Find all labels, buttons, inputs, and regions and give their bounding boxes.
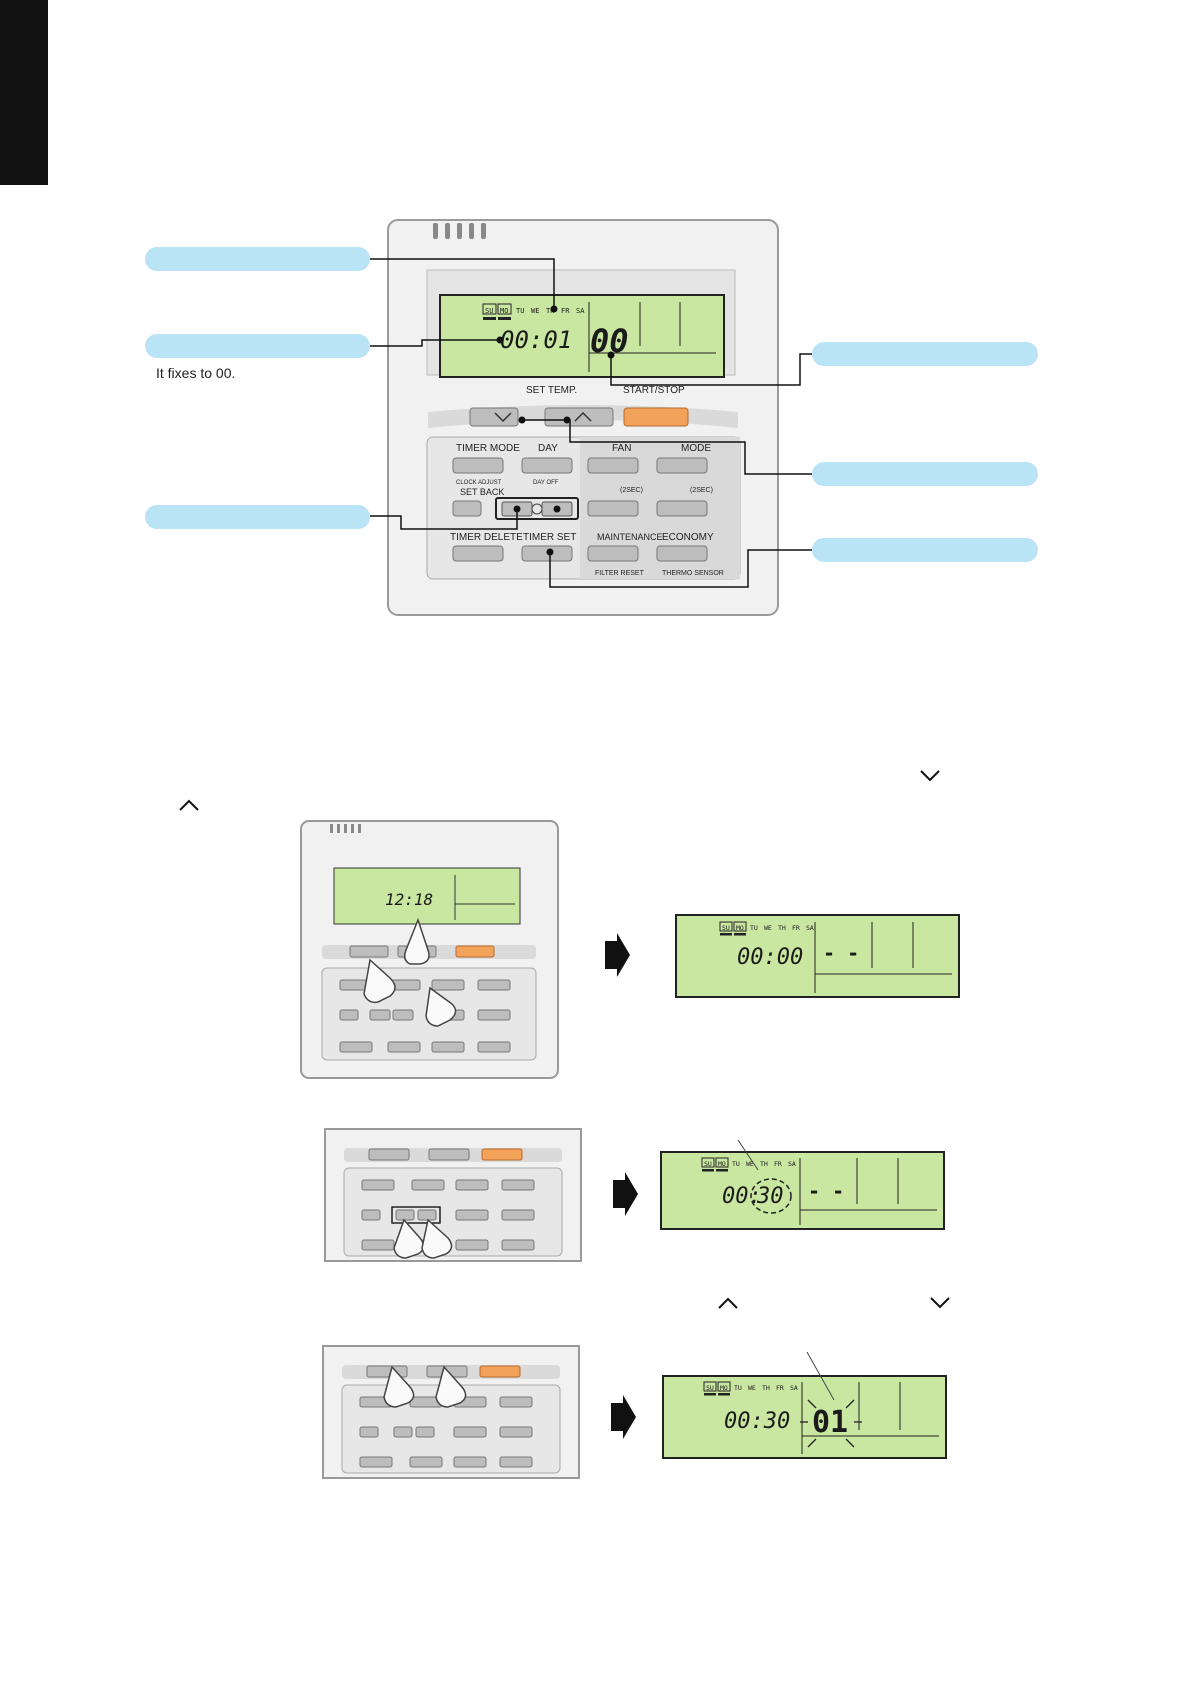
filter-reset-label: FILTER RESET: [595, 570, 645, 577]
step2-dash: - -: [808, 1179, 844, 1203]
day-fr: FR: [792, 924, 800, 932]
pointing-hand-icon: [393, 1218, 453, 1259]
step2-remote-thumbnail: [324, 1128, 582, 1262]
day-label: DAY: [538, 443, 558, 454]
arrow-right-icon: [605, 933, 630, 977]
mode-button[interactable]: [656, 457, 708, 474]
callout-timer-set: [812, 538, 1038, 562]
day-fr: FR: [776, 1384, 784, 1392]
day-mo: MO: [500, 307, 508, 315]
callout-temp: [812, 342, 1038, 366]
callout-day: [145, 247, 370, 271]
day-mo: MO: [736, 924, 744, 932]
step2-hour: 00:: [722, 1184, 762, 1209]
day-tu: TU: [750, 924, 758, 932]
mode-label: MODE: [681, 443, 711, 454]
sec-label-a: (2SEC): [620, 487, 643, 494]
thumb-lcd-time: 12:18: [385, 890, 433, 909]
main-lcd: [439, 294, 725, 378]
day-su: SU: [722, 924, 730, 932]
day-sa: SA: [788, 1160, 796, 1168]
pointing-hand-icon: [383, 1365, 467, 1408]
callout-arrows: [145, 505, 370, 529]
day-su: SU: [704, 1160, 712, 1168]
day-mo: MO: [720, 1384, 728, 1392]
step3-remote-thumbnail: [322, 1345, 580, 1479]
day-we: WE: [764, 924, 772, 932]
chevron-up-icon: [179, 799, 199, 811]
chevron-down-icon: [920, 770, 940, 782]
pointing-hand-icon: [363, 917, 457, 1027]
arrow-right-icon: [613, 1172, 638, 1216]
day-sa: SA: [790, 1384, 798, 1392]
timer-mode-label: TIMER MODE: [456, 443, 520, 454]
main-remote-diagram: SU MO TU WE TH FR SA 00:01 00 SET TEMP. …: [370, 219, 812, 616]
step3-value: 01: [812, 1405, 848, 1440]
start-stop-label: START/STOP: [623, 385, 685, 396]
fixes-note: It fixes to 00.: [156, 365, 236, 381]
maintenance-button[interactable]: [587, 545, 639, 562]
timer-delete-label: TIMER DELETE: [450, 532, 523, 543]
day-sa: SA: [576, 307, 585, 315]
chevron-down-icon: [930, 1297, 950, 1309]
day-th: TH: [762, 1384, 770, 1392]
economy-button[interactable]: [656, 545, 708, 562]
timer-delete-button[interactable]: [452, 545, 504, 562]
day-we: WE: [531, 307, 539, 315]
fan-label: FAN: [612, 443, 631, 454]
day-su: SU: [485, 307, 493, 315]
set-back-button[interactable]: [452, 500, 482, 517]
set-temp-label: SET TEMP.: [526, 385, 577, 396]
callout-time: [145, 334, 370, 358]
start-stop-button[interactable]: [623, 407, 689, 427]
day-fr: FR: [561, 307, 570, 315]
step1-dash: - -: [823, 941, 859, 965]
day-su: SU: [706, 1384, 714, 1392]
step2-lcd: SU MO TU WE TH FR SA 00: 30 - -: [660, 1140, 945, 1230]
arrow-right-icon: [611, 1395, 636, 1439]
day-th: TH: [546, 307, 554, 315]
temp-down-button[interactable]: [469, 407, 519, 427]
lcd-time: 00:01: [500, 326, 572, 354]
step3-time: 00:30: [724, 1409, 790, 1434]
louver-button[interactable]: [656, 500, 708, 517]
day-th: TH: [778, 924, 786, 932]
chevron-up-icon: [718, 1297, 738, 1309]
day-tu: TU: [732, 1160, 740, 1168]
day-button[interactable]: [521, 457, 573, 474]
swing-button[interactable]: [587, 500, 639, 517]
set-back-label: SET BACK: [460, 487, 504, 497]
day-tu: TU: [516, 307, 524, 315]
thermo-sensor-label: THERMO SENSOR: [662, 570, 724, 577]
day-fr: FR: [774, 1160, 782, 1168]
day-we: WE: [746, 1160, 754, 1168]
economy-label: ECONOMY: [662, 532, 714, 543]
chapter-tab: [0, 0, 48, 185]
fan-button[interactable]: [587, 457, 639, 474]
sec-label-b: (2SEC): [690, 487, 713, 494]
maintenance-label: MAINTENANCE: [597, 532, 663, 542]
timer-set-label: TIMER SET: [523, 532, 576, 543]
day-mo: MO: [718, 1160, 726, 1168]
step1-remote-thumbnail: 12:18: [300, 820, 559, 1079]
step1-time: 00:00: [737, 945, 803, 970]
step3-lcd: SU MO TU WE TH FR SA 00:30 01: [662, 1352, 947, 1459]
day-off-label: DAY OFF: [533, 480, 559, 486]
timer-mode-button[interactable]: [452, 457, 504, 474]
clock-adjust-label: CLOCK ADJUST: [456, 480, 502, 486]
callout-mode: [812, 462, 1038, 486]
day-tu: TU: [734, 1384, 742, 1392]
day-we: WE: [748, 1384, 756, 1392]
step1-lcd: SU MO TU WE TH FR SA 00:00 - -: [675, 914, 960, 998]
step2-minutes: 30: [756, 1184, 784, 1209]
day-th: TH: [760, 1160, 768, 1168]
day-sa: SA: [806, 924, 814, 932]
